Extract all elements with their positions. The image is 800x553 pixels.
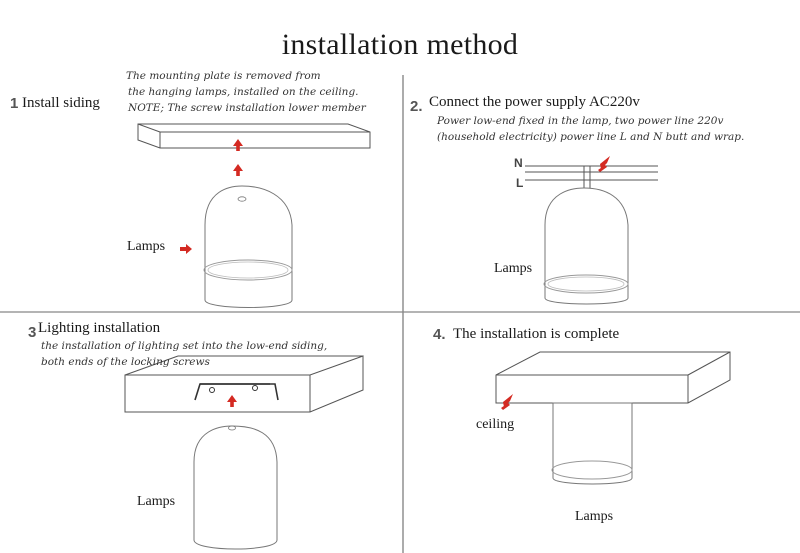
step1-arrow-lower [233, 164, 243, 176]
step2-wires [525, 165, 658, 192]
step2-wire-n-label: N [514, 156, 523, 170]
step2-note-1: Power low-end fixed in the lamp, two pow… [437, 115, 724, 127]
step2-lamp [543, 187, 629, 305]
step1-note-2: the hanging lamps, installed on the ceil… [128, 86, 359, 98]
step3-lamp-label: Lamps [137, 494, 176, 509]
step4-ceiling-arrow [501, 394, 513, 410]
step1-lamp-arrow [180, 244, 192, 254]
step4-number: 4. [433, 326, 446, 343]
step1-heading: Install siding [22, 95, 100, 111]
step2-number: 2. [410, 98, 423, 115]
step1-number: 1 [10, 95, 19, 112]
page-title: installation method [281, 28, 519, 61]
step3-lamp [193, 425, 278, 550]
step3-number: 3 [28, 324, 37, 341]
step4-ceiling-slab [495, 351, 731, 404]
step4-lamp-label: Lamps [575, 509, 614, 524]
step1-lamp-label: Lamps [127, 239, 166, 254]
step2-heading: Connect the power supply AC220v [429, 94, 640, 110]
step2-wire-l-label: L [516, 176, 524, 190]
step1-arrow-upper [233, 139, 243, 151]
step4-ceiling-label: ceiling [476, 417, 515, 432]
step1-ceiling-plate [137, 123, 371, 149]
step2-wire-arrow [598, 156, 610, 172]
step3-arrow [227, 395, 237, 407]
step4-lamp [551, 402, 633, 485]
step1-note-1: The mounting plate is removed from [126, 70, 321, 82]
step1-lamp [203, 185, 293, 308]
step4-heading: The installation is complete [453, 326, 620, 342]
step2-lamp-label: Lamps [494, 261, 533, 276]
step3-note-2: both ends of the locking screws [41, 356, 210, 368]
step3-note-1: the installation of lighting set into th… [41, 340, 328, 352]
step3-bracket [194, 383, 279, 401]
step3-heading: Lighting installation [38, 320, 161, 336]
step1-note-3: NOTE; The screw installation lower membe… [128, 102, 366, 114]
step2-note-2: (household electricity) power line L and… [437, 131, 745, 143]
